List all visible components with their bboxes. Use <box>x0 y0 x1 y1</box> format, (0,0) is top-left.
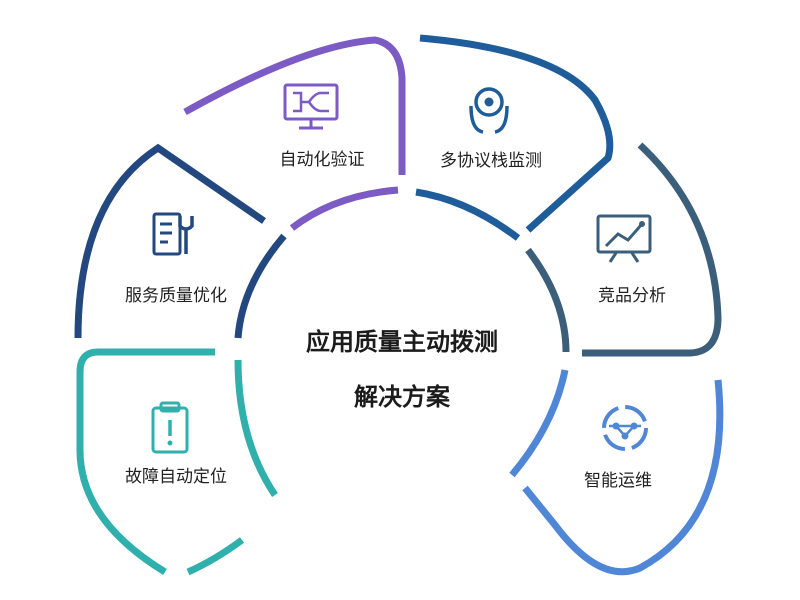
segment-label: 智能运维 <box>584 471 652 491</box>
segment-label: 自动化验证 <box>280 150 365 170</box>
monitor-flow-icon <box>283 83 339 130</box>
chart-board-icon <box>596 214 652 263</box>
segment-intelligent-ops: 智能运维 <box>509 369 724 576</box>
document-wrench-icon <box>152 212 194 256</box>
segment-fault-location: 故障自动定位 <box>76 348 278 576</box>
segment-label: 多协议栈监测 <box>440 151 542 171</box>
user-target-icon <box>469 87 509 134</box>
segment-outline <box>415 34 614 241</box>
segment-competitor-analysis: 竞品分析 <box>525 142 722 357</box>
segment-outline <box>76 348 278 576</box>
segment-outline <box>183 36 406 231</box>
center-title-line1: 应用质量主动拨测 <box>306 328 498 356</box>
segment-service-optimization: 服务质量优化 <box>74 143 287 339</box>
segment-outline <box>74 143 287 339</box>
segment-label: 服务质量优化 <box>125 286 227 306</box>
segment-multi-protocol-monitoring: 多协议栈监测 <box>415 34 614 241</box>
segment-label: 故障自动定位 <box>125 467 227 487</box>
segment-automation-verification: 自动化验证 <box>183 36 406 231</box>
segment-outline <box>525 142 722 357</box>
segment-label: 竞品分析 <box>598 286 666 306</box>
center-title-line2: 解决方案 <box>354 383 451 411</box>
gear-network-icon <box>602 405 648 451</box>
clipboard-alert-icon <box>151 401 189 454</box>
segment-outline <box>509 369 724 576</box>
